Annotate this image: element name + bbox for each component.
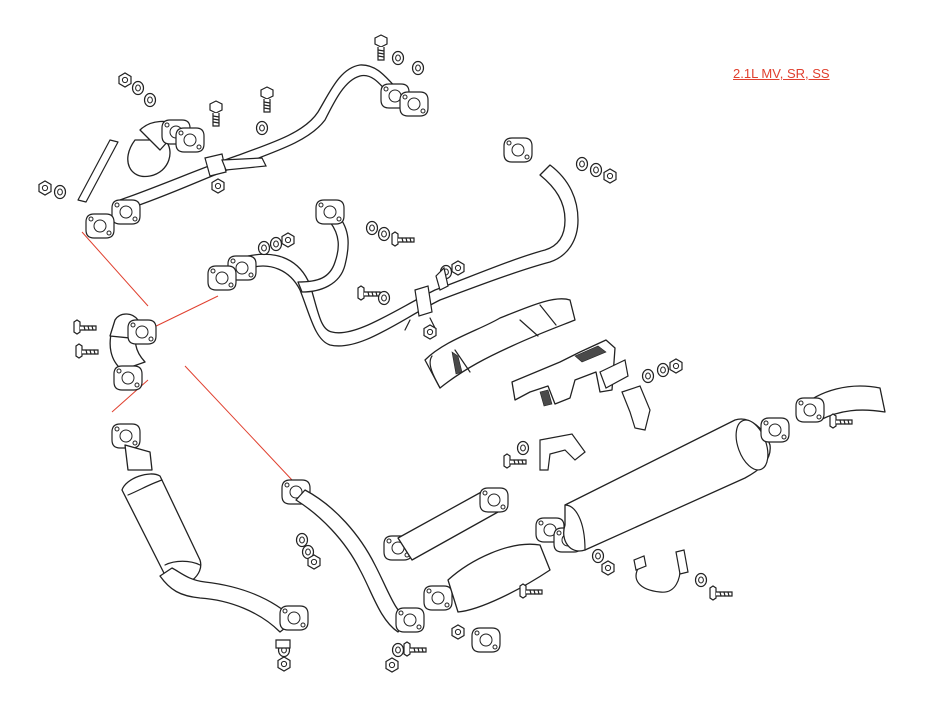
intermediate-pipe — [207, 137, 617, 347]
callout-lines — [81, 231, 293, 481]
front-catalytic-converter — [111, 423, 309, 672]
rear-hanger — [633, 549, 689, 593]
engine-variant-label: 2.1L MV, SR, SS — [733, 66, 830, 81]
center-pipe — [383, 487, 509, 561]
rear-catalytic-converter — [423, 517, 583, 653]
front-pipe — [281, 479, 465, 673]
callout-line-manifold-elbow — [81, 231, 149, 307]
heat-shield — [424, 298, 576, 389]
callout-line-elbow-frontpipe — [147, 295, 219, 331]
mounting-brackets — [503, 339, 683, 471]
callout-line-elbow-downpipe — [184, 365, 293, 481]
elbow-pipe — [73, 313, 157, 391]
upper-front-pipe — [38, 34, 429, 239]
muffler — [563, 385, 886, 601]
